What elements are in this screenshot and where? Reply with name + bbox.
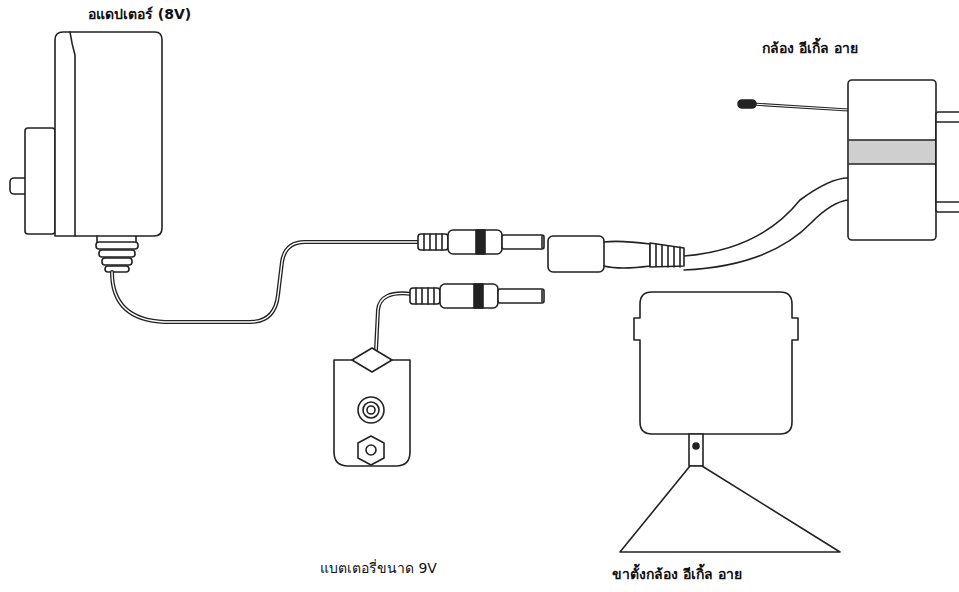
part-label: กล้อง อีเกิ้ล อาย: [762, 40, 858, 57]
part-label: อแดปเตอร์ (8V): [88, 6, 191, 23]
adapter-plug: [418, 230, 544, 254]
part-label: ขาตั้งกล้อง อีเกิ้ล อาย: [612, 566, 742, 583]
part-label: แบตเตอรี่ขนาด 9V: [320, 560, 437, 577]
battery-clip-drawing: [334, 284, 544, 466]
camera-drawing: [738, 80, 959, 240]
adapter-drawing: [10, 32, 420, 322]
camera-cable: [548, 178, 848, 272]
stand-drawing: [620, 292, 840, 552]
